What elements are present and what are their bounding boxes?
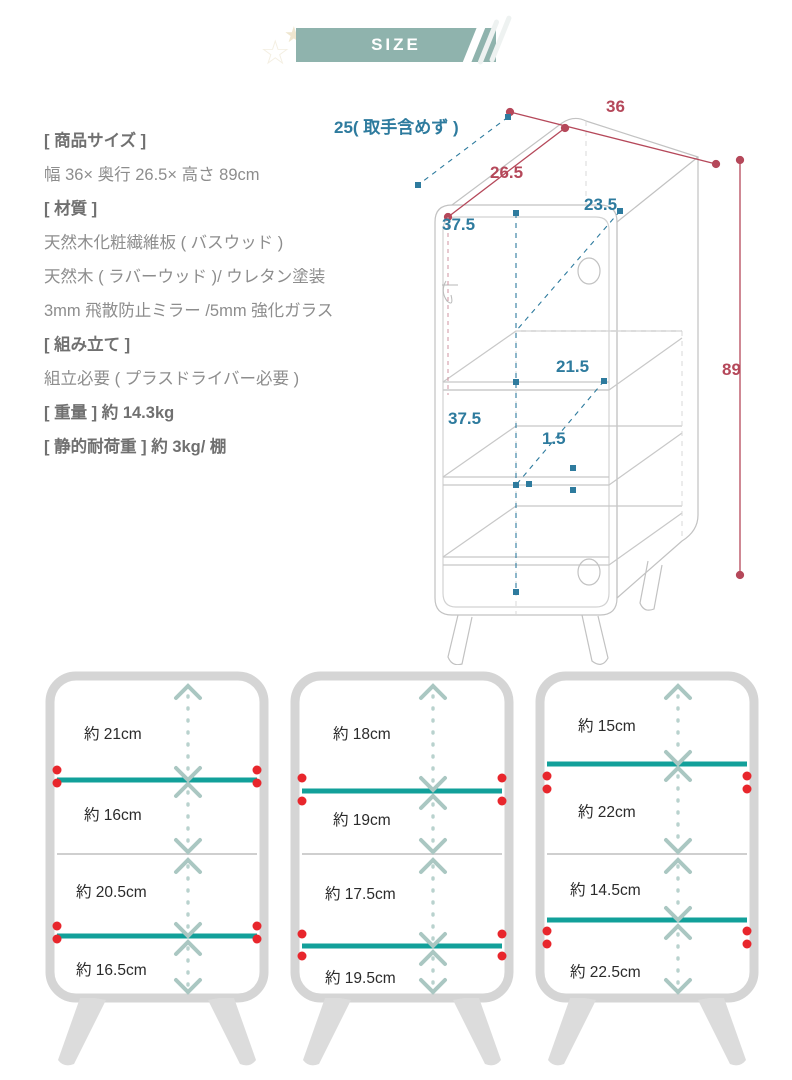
measure-arrows	[174, 683, 202, 995]
spec-line: 天然木 ( ラバーウッド )/ ウレタン塗装	[44, 268, 326, 286]
spec-line: 組立必要 ( プラスドライバー必要 )	[44, 370, 300, 388]
dim-endpoint	[505, 114, 511, 120]
door-hinge-icon	[442, 280, 458, 304]
dim-endpoint	[513, 379, 519, 385]
panel-frame	[45, 671, 269, 1003]
panel-frame	[290, 671, 514, 1003]
shelf-panel-2: 約 18cm 約 19cm 約 17.5cm 約 19.5cm	[285, 668, 523, 1080]
cell-label: 約 16.5cm	[76, 962, 147, 979]
shelf-panel-1: 約 21cm 約 16cm 約 20.5cm 約 16.5cm	[40, 668, 278, 1080]
dim-line-depth-265	[447, 127, 566, 218]
dim-label-inner-width-235: 23.5	[584, 195, 618, 214]
cell-label: 約 22cm	[578, 804, 636, 821]
cell-label: 約 14.5cm	[570, 882, 641, 899]
dim-endpoint	[735, 570, 745, 580]
leg-front-right	[581, 614, 609, 665]
shelf-1-depth	[443, 337, 683, 391]
shelf-panel-2-svg	[290, 671, 514, 1066]
size-banner: ☆ ★ SIZE	[0, 0, 792, 92]
dim-label-height-375-upper: 37.5	[442, 215, 476, 234]
shelf-3-depth	[608, 512, 683, 566]
cell-label: 約 22.5cm	[570, 964, 641, 981]
dim-endpoint	[513, 210, 519, 216]
cabinet-front-face	[434, 221, 618, 616]
dim-endpoint	[601, 378, 607, 384]
cell-label: 約 15cm	[578, 718, 636, 735]
shelf-peg-holes	[297, 773, 507, 961]
door-knob-lower-icon	[577, 558, 601, 586]
shelf-panel-1-svg	[45, 671, 269, 1066]
cell-label: 約 19.5cm	[325, 970, 396, 987]
dim-label-thickness-15: 1.5	[542, 429, 566, 448]
cabinet-front-top-edge	[434, 204, 618, 223]
dim-label-inner-depth-215: 21.5	[556, 357, 590, 376]
dim-endpoint	[570, 487, 576, 493]
cabinet-drawing-svg	[415, 107, 745, 665]
panel-legs	[58, 998, 256, 1066]
dim-label-depth-265: 26.5	[490, 163, 524, 182]
cabinet-inner-top	[442, 216, 610, 231]
panel-legs	[548, 998, 746, 1066]
spec-line: 天然木化粧繊維板 ( バスウッド )	[44, 234, 284, 252]
cabinet-top-right-edge	[616, 156, 699, 223]
dim-label-depth-25: 25( 取手含めず )	[334, 118, 459, 137]
cell-label: 約 19cm	[333, 812, 391, 829]
panel-legs	[303, 998, 501, 1066]
dim-line-inner-depth-215	[515, 380, 605, 486]
dim-line-depth-25	[417, 116, 509, 186]
cabinet-top-left-edge	[451, 117, 699, 206]
dim-label-width-36: 36	[606, 97, 625, 116]
spec-line: [ 商品サイズ ]	[44, 132, 147, 150]
shelf-peg-holes	[52, 765, 262, 944]
cabinet-inner-outline	[442, 229, 610, 608]
measure-arrows	[419, 683, 447, 995]
leg-front-left	[447, 614, 473, 665]
product-spec-list: [ 商品サイズ ] 幅 36× 奥行 26.5× 高さ 89cm [ 材質 ] …	[44, 124, 384, 464]
banner-background	[296, 28, 496, 62]
dim-line-inner-width-235	[515, 210, 621, 332]
spec-line: [ 組み立て ]	[44, 336, 131, 354]
banner-title: SIZE	[371, 35, 421, 54]
dim-endpoint	[526, 481, 532, 487]
spec-line: [ 材質 ]	[44, 200, 98, 218]
spec-line: 幅 36× 奥行 26.5× 高さ 89cm	[44, 166, 260, 184]
dim-endpoint	[617, 208, 623, 214]
dim-endpoint	[560, 123, 570, 133]
spec-line: [ 重量 ] 約 14.3kg	[44, 404, 175, 422]
shelf-peg-holes	[542, 771, 752, 949]
dim-endpoint	[735, 155, 745, 165]
dim-label-height-375-lower: 37.5	[448, 409, 482, 428]
star-decoration-icon: ☆	[260, 34, 291, 72]
shelf-panel-3-svg	[535, 671, 759, 1066]
cell-label: 約 16cm	[84, 807, 142, 824]
spec-line: 3mm 飛散防止ミラー /5mm 強化ガラス	[44, 302, 334, 320]
cabinet-3d-drawing: 25( 取手含めず ) 36 26.5 23.5 37.5 21.5 37.5 …	[330, 95, 792, 665]
shelf-configuration-panels: 約 21cm 約 16cm 約 20.5cm 約 16.5cm	[0, 668, 792, 1080]
dim-endpoint	[570, 465, 576, 471]
dim-endpoint	[513, 482, 519, 488]
dim-endpoint	[415, 182, 421, 188]
cabinet-side-right-edge	[616, 156, 699, 599]
dim-endpoint	[513, 589, 519, 595]
dim-label-height-89: 89	[722, 360, 741, 379]
spec-line: [ 静的耐荷重 ] 約 3kg/ 棚	[44, 438, 227, 456]
dim-line-width-36	[509, 111, 717, 165]
shelf-panel-3: 約 15cm 約 22cm 約 14.5cm 約 22.5cm	[530, 668, 768, 1080]
panel-frame	[535, 671, 759, 1003]
shelf-3-back	[442, 505, 682, 558]
cell-label: 約 18cm	[333, 726, 391, 743]
dim-endpoint	[711, 159, 721, 169]
cell-label: 約 20.5cm	[76, 884, 147, 901]
cell-label: 約 17.5cm	[325, 886, 396, 903]
shelf-2-depth	[608, 432, 683, 486]
measure-arrows	[664, 683, 692, 995]
cell-label: 約 21cm	[84, 726, 142, 743]
door-knob-upper-icon	[577, 257, 601, 285]
leg-back-right	[639, 560, 663, 611]
